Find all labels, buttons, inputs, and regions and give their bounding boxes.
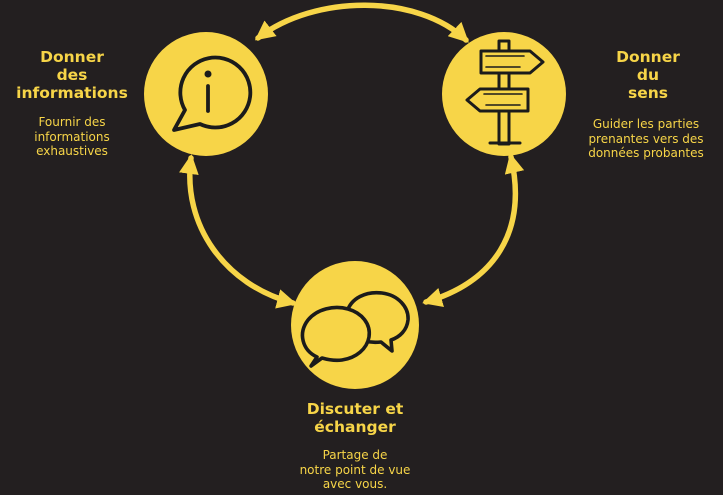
- title-line: sens: [628, 84, 668, 102]
- arrow-info-sens: [254, 2, 469, 43]
- title-line: du: [636, 66, 660, 84]
- arrow-sens-discuss: [422, 153, 525, 308]
- desc-line: données probantes: [588, 146, 704, 160]
- info-speech-bubble-icon: [172, 55, 253, 132]
- node-desc-info: Fournir des informations exhaustives: [2, 115, 142, 159]
- node-desc-sens: Guider les parties prenantes vers des do…: [566, 117, 723, 161]
- node-desc-discuss: Partage de notre point de vue avec vous.: [275, 448, 435, 492]
- desc-line: Guider les parties: [592, 117, 700, 131]
- title-line: des: [56, 66, 88, 84]
- title-line: Donner: [40, 48, 104, 66]
- node-title-info: Donner des informations: [2, 48, 142, 102]
- title-line: échanger: [314, 418, 396, 436]
- node-title-discuss: Discuter et échanger: [280, 400, 430, 436]
- desc-line: exhaustives: [36, 144, 108, 158]
- desc-line: notre point de vue: [299, 462, 411, 477]
- desc-line: avec vous.: [322, 477, 388, 491]
- desc-line: informations: [34, 129, 110, 144]
- title-line: Donner: [616, 48, 680, 66]
- chat-bubbles-icon: [300, 290, 410, 368]
- title-line: informations: [16, 84, 128, 102]
- signpost-icon: [465, 39, 545, 146]
- desc-line: prenantes vers des: [588, 131, 704, 146]
- arrow-discuss-info: [179, 154, 297, 309]
- desc-line: Fournir des: [38, 115, 106, 129]
- desc-line: Partage de: [322, 448, 388, 462]
- title-line: Discuter et: [306, 400, 404, 418]
- node-title-sens: Donner du sens: [578, 48, 718, 102]
